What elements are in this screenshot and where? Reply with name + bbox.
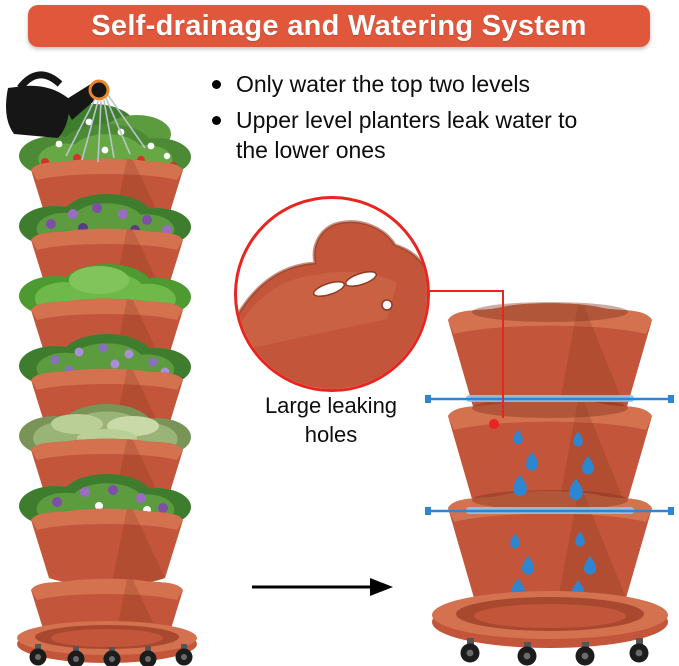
stacked-planter-tower-photo [6, 71, 197, 666]
caster-wheel-icon [460, 638, 649, 666]
water-level-line [425, 395, 674, 403]
plant-tier [19, 404, 191, 458]
page-title: Self-drainage and Watering System [91, 9, 587, 42]
drainage-diagram [425, 302, 674, 666]
watering-can-icon [6, 71, 146, 163]
bullet-dot [212, 116, 221, 126]
callout-label: Large leaking holes [264, 393, 398, 447]
bullet-text: Upper level planters leak water to the l… [236, 107, 578, 163]
leak-hole-closeup [237, 220, 427, 389]
title-banner: Self-drainage and Watering System [28, 5, 650, 47]
bullet-dot [212, 80, 221, 89]
flow-arrow-icon [252, 578, 393, 596]
planter-pot [31, 508, 183, 587]
leak-hole-callout [234, 196, 430, 392]
bullet-item: Upper level planters leak water to the l… [212, 106, 597, 165]
bullet-item: Only water the top two levels [212, 70, 597, 99]
bullet-list: Only water the top two levels Upper leve… [212, 70, 597, 172]
bullet-text: Only water the top two levels [236, 71, 531, 97]
water-level-line [425, 507, 674, 515]
caster-wheel-icon [29, 644, 193, 666]
leak-holes [312, 271, 393, 311]
diagram-wheeled-base [432, 591, 668, 666]
water-stream [65, 94, 146, 163]
wheeled-base [17, 621, 197, 666]
plant-tier [19, 264, 191, 318]
